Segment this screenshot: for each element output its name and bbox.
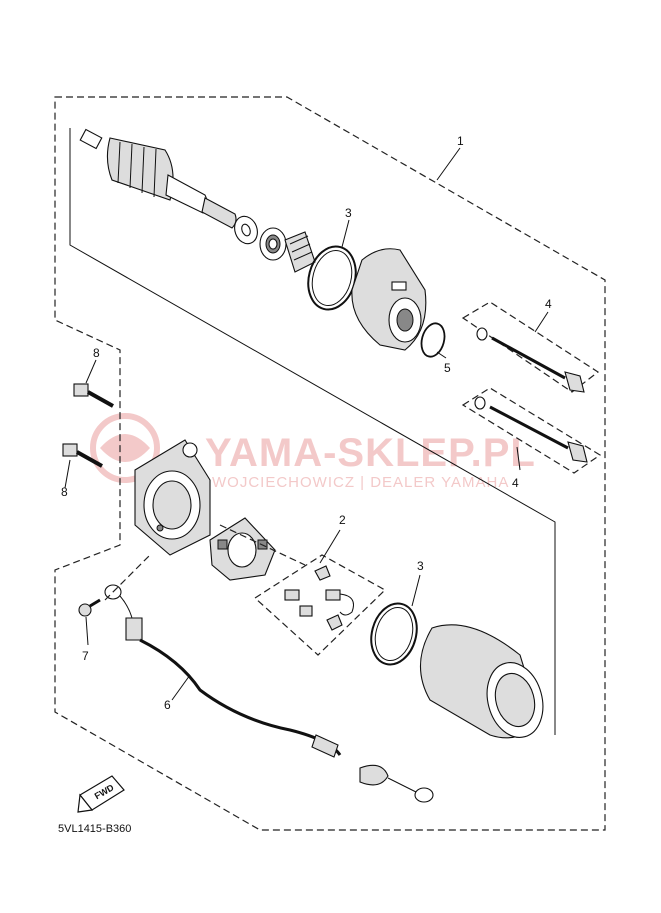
bolt-8-lower [62,443,103,468]
callout-4-upper: 4 [545,297,552,311]
needle-bearing [284,231,316,273]
callout-3-lower: 3 [417,559,424,573]
fwd-arrow-icon: FWD [77,775,125,813]
callout-5: 5 [444,361,451,375]
callout-4-lower: 4 [512,476,519,490]
watermark-logo-icon [90,413,160,483]
front-cover [351,248,427,351]
link-line-b [219,524,306,566]
callout-6: 6 [164,698,171,712]
callout-8-lower: 8 [61,485,68,499]
screw-7 [78,598,101,617]
through-bolt-upper [476,327,585,393]
callout-1: 1 [457,134,464,148]
callout-3-upper: 3 [345,206,352,220]
lead-wire [104,584,434,803]
leader-4b [516,446,521,471]
leader-3b [411,574,421,607]
diagram-code: 5VL1415-B360 [58,823,131,835]
leader-7 [85,616,89,646]
through-bolt-lower [474,396,588,463]
watermark: YAMA-SKLEP.PL WOJCIECHOWICZ | DEALER YAM… [90,413,536,491]
leader-5 [436,351,447,359]
leader-3a [341,219,350,248]
o-ring-small [420,322,446,358]
brush-holder [209,517,276,581]
watermark-title: YAMA-SKLEP.PL [205,431,536,475]
leader-1 [436,147,461,181]
bolt-8-upper [73,383,114,408]
leader-6 [171,674,191,701]
armature [79,128,237,229]
rear-cover [134,439,211,556]
callout-8-upper: 8 [93,346,100,360]
leader-4a [534,311,549,333]
bolt-group-boundary-upper [461,301,600,393]
yoke-housing [419,624,544,739]
assembly-axis-line [69,128,556,735]
callout-2: 2 [339,513,346,527]
assembly-boundary [54,96,606,831]
leader-2 [319,529,341,564]
watermark-subtitle: WOJCIECHOWICZ | DEALER YAMAHA [212,474,509,491]
callout-7: 7 [82,649,89,663]
leader-8a [85,359,97,384]
bolt-group-boundary-lower [461,387,602,474]
brush-set [284,565,354,631]
bearing [259,227,287,261]
o-ring-lower [370,602,418,666]
leader-8b [64,459,71,489]
